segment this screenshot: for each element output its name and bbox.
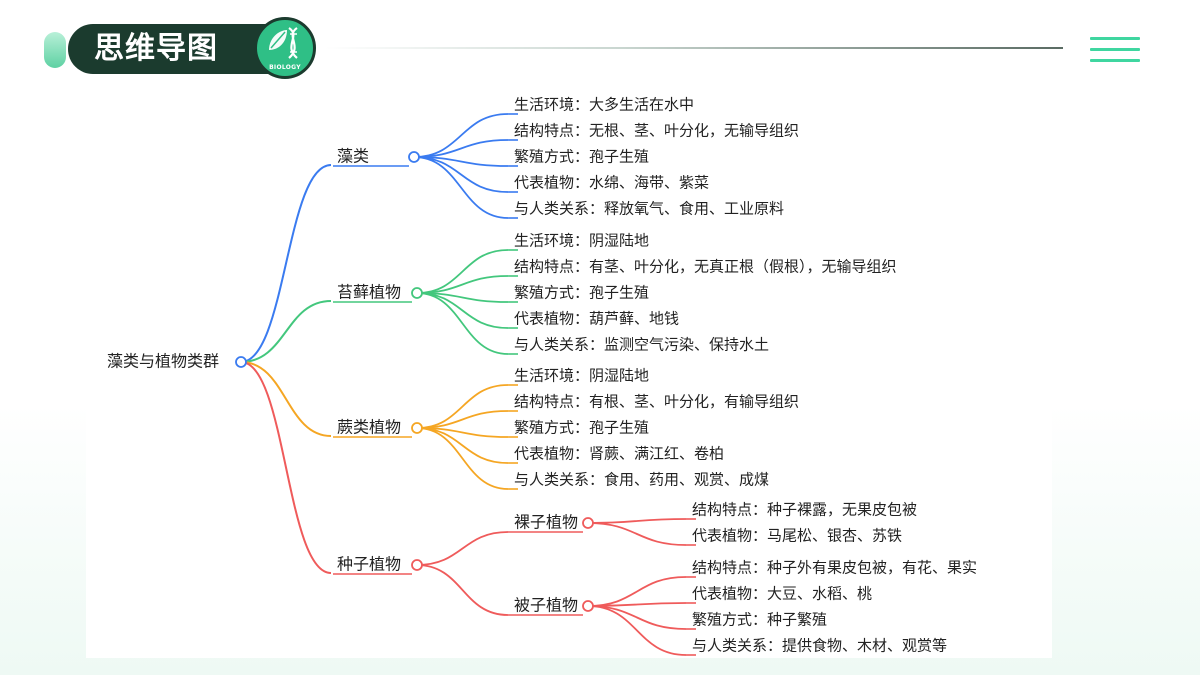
- root-label: 藻类与植物类群: [107, 352, 219, 371]
- leaf-label: 结构特点：种子裸露，无果皮包被: [692, 501, 917, 519]
- header: 思维导图 BIOLOGY: [0, 0, 1200, 90]
- branch-label-algae: 藻类: [337, 147, 369, 166]
- branch-label-seed: 种子植物: [337, 555, 401, 574]
- sub-branch-node[interactable]: [582, 600, 594, 612]
- leaf-label: 结构特点：有根、茎、叶分化，有输导组织: [514, 393, 799, 411]
- leaf-link: [587, 605, 687, 656]
- branch-node-algae[interactable]: [408, 151, 420, 163]
- leaf-label: 代表植物：水绵、海带、紫菜: [514, 174, 709, 192]
- leaf-label: 代表植物：肾蕨、满江红、卷柏: [514, 445, 724, 463]
- branch-link-seed: [240, 361, 332, 574]
- biology-badge: BIOLOGY: [254, 17, 316, 79]
- branch-link-moss: [240, 300, 332, 363]
- leaf-label: 结构特点：种子外有果皮包被，有花、果实: [692, 559, 977, 577]
- leaf-link: [416, 384, 509, 429]
- branch-link-algae: [240, 164, 332, 363]
- branch-link-fern: [240, 361, 332, 437]
- leaf-link: [413, 113, 509, 158]
- leaf-label: 生活环境：大多生活在水中: [514, 96, 694, 114]
- branch-node-fern[interactable]: [411, 422, 423, 434]
- dna-icon: [269, 27, 298, 59]
- leaf-link: [416, 410, 509, 429]
- leaf-label: 代表植物：马尾松、银杏、苏铁: [692, 527, 902, 545]
- leaf-label: 生活环境：阴湿陆地: [514, 232, 649, 250]
- sub-branch-label: 裸子植物: [514, 513, 578, 532]
- leaf-label: 与人类关系：释放氧气、食用、工业原料: [514, 200, 784, 218]
- leaf-link: [587, 518, 687, 524]
- branch-node-seed[interactable]: [411, 559, 423, 571]
- leaf-label: 代表植物：大豆、水稻、桃: [692, 585, 872, 603]
- leaf-label: 与人类关系：食用、药用、观赏、成煤: [514, 471, 769, 489]
- sub-branch-link: [416, 531, 509, 566]
- leaf-link: [416, 292, 509, 355]
- leaf-label: 与人类关系：提供食物、木材、观赏等: [692, 637, 947, 655]
- page-title: 思维导图: [94, 31, 218, 66]
- leaf-link: [413, 156, 509, 219]
- leaf-label: 代表植物：葫芦藓、地钱: [514, 310, 679, 328]
- branch-label-moss: 苔藓植物: [337, 283, 401, 302]
- branch-node-moss[interactable]: [411, 287, 423, 299]
- decorative-pill: [44, 32, 66, 68]
- leaf-label: 结构特点：有茎、叶分化，无真正根（假根），无输导组织: [514, 258, 897, 276]
- leaf-label: 结构特点：无根、茎、叶分化，无输导组织: [514, 122, 799, 140]
- leaf-link: [587, 522, 687, 546]
- leaf-label: 生活环境：阴湿陆地: [514, 367, 649, 385]
- leaf-link: [587, 605, 687, 630]
- leaf-label: 繁殖方式：种子繁殖: [692, 611, 827, 629]
- leaf-link: [416, 427, 509, 490]
- root-node[interactable]: [235, 356, 247, 368]
- leaf-label: 与人类关系：监测空气污染、保持水土: [514, 336, 769, 354]
- leaf-link: [587, 576, 687, 607]
- sub-branch-node[interactable]: [582, 517, 594, 529]
- leaf-link: [416, 249, 509, 294]
- leaf-link: [413, 139, 509, 158]
- sub-branch-link: [416, 564, 509, 616]
- leaf-label: 繁殖方式：孢子生殖: [514, 148, 649, 166]
- sub-branch-label: 被子植物: [514, 596, 578, 615]
- menu-icon[interactable]: [1090, 37, 1140, 63]
- branch-label-fern: 蕨类植物: [337, 418, 401, 437]
- leaf-label: 繁殖方式：孢子生殖: [514, 419, 649, 437]
- header-divider: [325, 47, 1063, 49]
- mindmap-panel: [86, 88, 1052, 658]
- leaf-label: 繁殖方式：孢子生殖: [514, 284, 649, 302]
- badge-label: BIOLOGY: [269, 64, 301, 71]
- leaf-link: [416, 275, 509, 294]
